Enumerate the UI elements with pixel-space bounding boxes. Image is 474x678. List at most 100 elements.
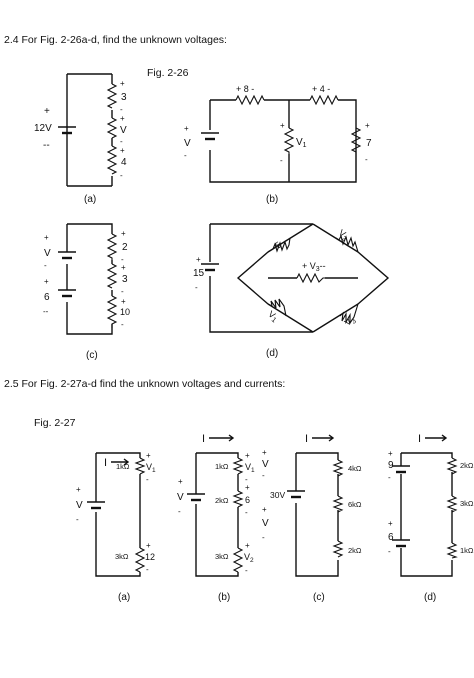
v1-label: V1 [245,462,255,474]
drop-3-label: 3 [121,92,127,103]
svg-text:-: - [262,471,265,480]
svg-text:-: - [120,171,123,180]
source-30v-label: 30V [270,490,285,500]
circuit-2-27a: I 1kΩ + V1 - 3kΩ + 12 - + V - (a) [76,451,156,603]
battery-6-label: 6 [44,292,50,303]
fig-2-27-title: Fig. 2-27 [34,417,76,429]
current-label: I [104,457,107,469]
svg-text:-: - [184,151,187,160]
r2-label: 3kΩ [115,552,129,561]
svg-text:-: - [245,566,248,575]
problem-2-4-text: 2.4 For Fig. 2-26a-d, find the unknown v… [4,34,227,46]
svg-text:-: - [44,261,47,270]
svg-text:-: - [245,475,248,484]
svg-text:+: + [121,297,126,306]
svg-text:-: - [195,283,198,292]
circuit-2-27c: I 30V 4kΩ 6kΩ 2kΩ (c) [270,433,362,603]
drop-5-label: 5 [273,240,283,251]
caption-a: (a) [84,194,96,205]
svg-text:+: + [120,146,125,155]
svg-text:+: + [120,79,125,88]
svg-text:+: + [178,477,183,486]
svg-text:+: + [44,233,49,242]
svg-text:+: + [365,121,370,130]
r3-label: 3kΩ [215,552,229,561]
drop-7-label: 7 [366,138,372,149]
svg-text:-: - [388,473,391,482]
svg-text:--: -- [43,307,49,316]
source-v-label: V [184,138,191,149]
drop-4-label: + 4 - [312,84,330,94]
svg-text:-: - [146,475,149,484]
svg-text:+: + [262,505,267,514]
svg-text:-: - [280,156,283,165]
r3-label: 1kΩ [460,546,474,555]
caption-b-2: (b) [218,592,230,603]
r1-label: 1kΩ [215,462,229,471]
svg-text:-: - [76,515,79,524]
battery-9-label: 9 [388,460,394,471]
svg-text:+: + [388,519,393,528]
svg-text:+: + [146,541,151,550]
svg-text:-: - [121,287,124,296]
r1-label: 4kΩ [348,464,362,473]
svg-text:-: - [178,507,181,516]
extra-v-label: V [262,459,269,470]
v1-label: V1 [296,137,307,149]
drop-2-label: 2 [122,242,128,253]
svg-text:-: - [262,533,265,542]
drop-4-label: 4 [121,157,127,168]
r1-label: 2kΩ [460,461,474,470]
drop-v-label: V [120,125,127,136]
svg-text:+: + [44,277,49,286]
svg-text:-: - [365,155,368,164]
source-plus-sign: + [44,106,50,117]
svg-text:+: + [146,451,151,460]
caption-c: (c) [86,350,98,361]
v1-label-d: V1 [265,309,280,325]
circuit-2-26c: + V - + 6 -- + 2 - + 3 - + 10 - (c) [43,223,130,361]
circuit-2-27b: I 1kΩ + V1 - 2kΩ + 6 - 3kΩ + V2 - + V - … [177,433,269,603]
current-label: I [418,433,421,445]
source-15-label: 15 [193,268,205,279]
svg-text:+: + [120,114,125,123]
svg-text:-: - [121,255,124,264]
r2-label: 6kΩ [348,500,362,509]
v2-label: V2 [244,552,254,564]
circuit-2-27d: I + 9 - + 6 - 2kΩ 3kΩ 1kΩ (d) [388,433,474,603]
svg-text:-: - [245,508,248,517]
drop-12-label: 12 [145,552,155,562]
drop-10-label: 10 [120,307,130,317]
caption-a-2: (a) [118,592,130,603]
fig-2-26-title: Fig. 2-26 [147,67,189,79]
caption-b: (b) [266,194,278,205]
circuit-2-26b: + 8 - + 4 - + V - + V1 - + 7 - (b) [184,84,372,205]
battery-6-label: 6 [388,532,394,543]
source-12v-label: 12V [34,123,52,134]
circuit-2-26a: + 12V -- + 3 - + V - + 4 - (a) [34,73,127,205]
svg-text:-: - [121,320,124,329]
svg-text:+: + [245,451,250,460]
drop-3-label: 3 [122,274,128,285]
source-v-label: V [177,492,184,503]
source-v-label: V [76,500,83,511]
svg-text:+: + [262,448,267,457]
v1-label: V1 [146,462,156,474]
v3-label-d: V3 [343,314,358,330]
svg-text:-: - [146,565,149,574]
r2-label: 2kΩ [215,496,229,505]
r2-label: 3kΩ [460,499,474,508]
svg-text:+: + [76,485,81,494]
svg-text:-: - [120,105,123,114]
svg-text:+: + [245,483,250,492]
problem-2-5-text: 2.5 For Fig. 2-27a-d find the unknown vo… [4,378,286,390]
current-label: I [202,433,205,445]
r3-label: 2kΩ [348,546,362,555]
svg-text:+: + [121,263,126,272]
svg-text:+: + [196,255,201,264]
source-minus-sign: -- [43,140,50,151]
r1-label: 1kΩ [116,462,130,471]
drop-6-label: 6 [245,495,250,505]
